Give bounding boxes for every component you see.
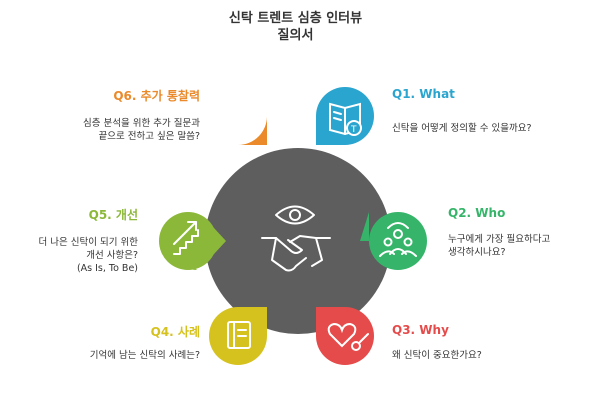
q5-description: 더 나은 신탁이 되기 위한 개선 사항은? (As Is, To Be) bbox=[10, 236, 138, 275]
heart-key-icon bbox=[327, 322, 369, 351]
q5-line-2: 개선 사항은? bbox=[86, 250, 138, 261]
q3-description: 왜 신탁이 중요한가요? bbox=[392, 349, 482, 362]
q2-line-2: 생각하시나요? bbox=[448, 247, 506, 258]
stairs-arrow-icon bbox=[173, 221, 199, 255]
q5-line-1: 더 나은 신탁이 되기 위한 bbox=[38, 237, 138, 248]
q6-description: 심층 분석을 위한 추가 질문과 끝으로 전하고 싶은 말씀? bbox=[40, 117, 200, 143]
title-line-2: 질의서 bbox=[277, 28, 314, 43]
question-bubble-icon bbox=[222, 107, 255, 144]
q2-description: 누구에게 가장 필요하다고 생각하시나요? bbox=[448, 233, 550, 259]
q1-description: 신탁을 어떻게 정의할 수 있을까요? bbox=[392, 122, 531, 135]
q2-marker bbox=[360, 212, 427, 270]
q3-marker bbox=[316, 307, 374, 365]
title-line-1: 신탁 트렌트 심층 인터뷰 bbox=[228, 11, 363, 26]
q4-heading: Q4. 사례 bbox=[150, 325, 200, 339]
diagram-title: 신탁 트렌트 심층 인터뷰 질의서 bbox=[0, 10, 591, 44]
q6-marker bbox=[209, 116, 267, 145]
svg-text:T: T bbox=[350, 125, 357, 135]
book-search-icon: T bbox=[329, 102, 362, 136]
q2-heading: Q2. Who bbox=[448, 206, 506, 220]
people-group-icon bbox=[379, 222, 417, 257]
q6-heading: Q6. 추가 통찰력 bbox=[113, 89, 200, 103]
q5-line-3: (As Is, To Be) bbox=[76, 263, 138, 274]
q3-heading: Q3. Why bbox=[392, 323, 449, 337]
hub-body bbox=[205, 148, 391, 334]
q4-description: 기억에 남는 신탁의 사례는? bbox=[40, 349, 200, 362]
q4-line-1: 기억에 남는 신탁의 사례는? bbox=[89, 350, 200, 361]
q2-line-1: 누구에게 가장 필요하다고 bbox=[448, 234, 551, 245]
eye-handshake-icon bbox=[261, 205, 331, 272]
q1-line-1: 신탁을 어떻게 정의할 수 있을까요? bbox=[392, 123, 532, 134]
q6-line-2: 끝으로 전하고 싶은 말씀? bbox=[98, 131, 200, 142]
q1-heading: Q1. What bbox=[392, 87, 455, 101]
q5-heading: Q5. 개선 bbox=[88, 208, 138, 222]
q6-line-1: 심층 분석을 위한 추가 질문과 bbox=[83, 118, 200, 129]
q3-line-1: 왜 신탁이 중요한가요? bbox=[392, 350, 482, 361]
notebook-icon bbox=[227, 321, 251, 349]
